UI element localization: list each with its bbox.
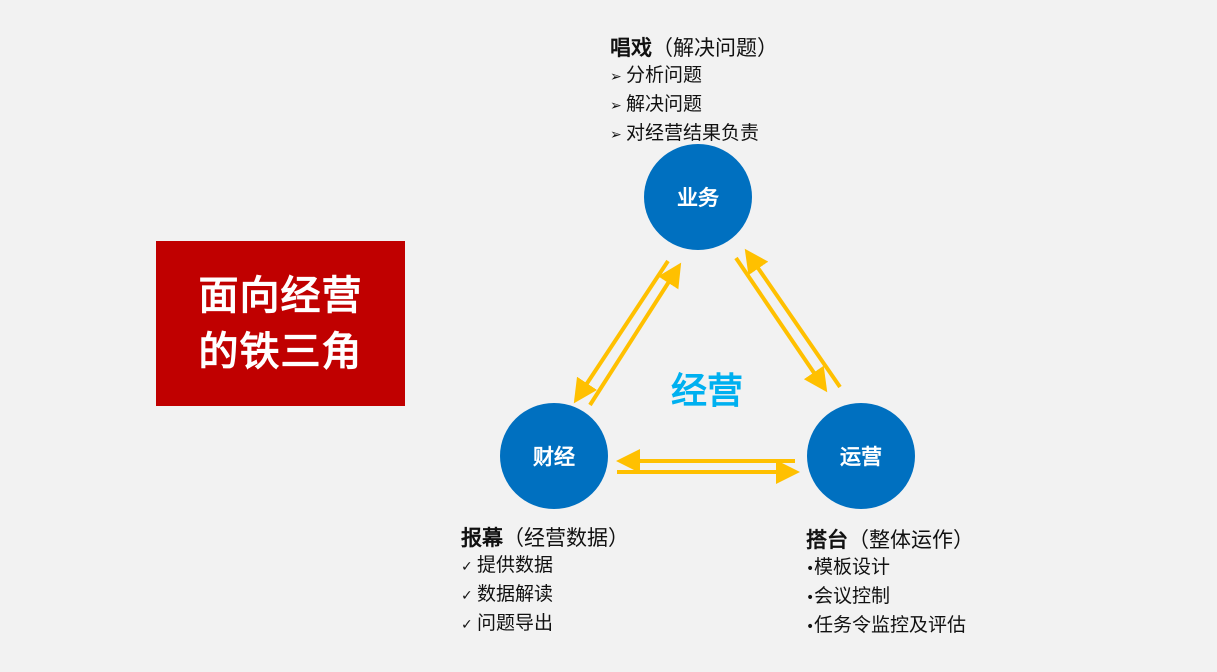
- list-item: ➢解决问题: [610, 91, 778, 120]
- list-item: •会议控制: [806, 583, 974, 612]
- node-operations: 运营: [807, 403, 915, 509]
- item-text: 问题导出: [477, 612, 554, 634]
- check-icon: ✓: [461, 588, 473, 604]
- arrow-business-to-finance: [573, 259, 670, 404]
- list-item: ✓提供数据: [461, 552, 629, 581]
- block-subtitle: （经营数据）: [503, 526, 629, 550]
- list-item: •任务令监控及评估: [806, 612, 974, 641]
- item-text: 任务令监控及评估: [814, 614, 967, 636]
- item-text: 会议控制: [814, 585, 891, 607]
- arrow-operations-to-business: [744, 248, 842, 389]
- title-box: 面向经营 的铁三角: [156, 241, 405, 406]
- node-label: 运营: [840, 445, 882, 469]
- list-item: ✓问题导出: [461, 610, 629, 639]
- node-business: 业务: [644, 144, 752, 250]
- center-label: 经营: [671, 371, 744, 412]
- item-text: 模板设计: [814, 556, 891, 578]
- node-label: 财经: [533, 445, 575, 469]
- item-text: 数据解读: [477, 583, 554, 605]
- block-subtitle: （解决问题）: [652, 36, 778, 60]
- business-block: 唱戏（解决问题） ➢分析问题 ➢解决问题 ➢对经营结果负责: [610, 34, 778, 149]
- list-item: ➢分析问题: [610, 62, 778, 91]
- arrow-bullet-icon: ➢: [610, 69, 622, 85]
- arrow-bullet-icon: ➢: [610, 127, 622, 143]
- dot-bullet-icon: •: [806, 590, 815, 606]
- block-title: 报幕: [461, 526, 503, 550]
- block-subtitle: （整体运作）: [848, 528, 974, 552]
- node-label: 业务: [677, 186, 719, 210]
- item-text: 解决问题: [626, 93, 703, 115]
- item-text: 提供数据: [477, 554, 554, 576]
- list-item: •模板设计: [806, 554, 974, 583]
- finance-block: 报幕（经营数据） ✓提供数据 ✓数据解读 ✓问题导出: [461, 524, 629, 639]
- title-line-1: 面向经营: [198, 272, 363, 319]
- list-item: ➢对经营结果负责: [610, 120, 778, 149]
- node-finance: 财经: [500, 403, 608, 509]
- arrow-bullet-icon: ➢: [610, 98, 622, 114]
- arrow-business-to-operations: [734, 256, 828, 393]
- block-title: 唱戏: [610, 36, 652, 60]
- arrow-finance-to-business: [588, 262, 682, 407]
- item-text: 分析问题: [626, 64, 703, 86]
- check-icon: ✓: [461, 559, 473, 575]
- dot-bullet-icon: •: [806, 561, 815, 577]
- dot-bullet-icon: •: [806, 619, 815, 635]
- block-title: 搭台: [806, 528, 848, 552]
- item-text: 对经营结果负责: [626, 122, 760, 144]
- title-line-2: 的铁三角: [198, 328, 363, 375]
- operations-block: 搭台（整体运作） •模板设计 •会议控制 •任务令监控及评估: [806, 526, 974, 641]
- check-icon: ✓: [461, 617, 473, 633]
- list-item: ✓数据解读: [461, 581, 629, 610]
